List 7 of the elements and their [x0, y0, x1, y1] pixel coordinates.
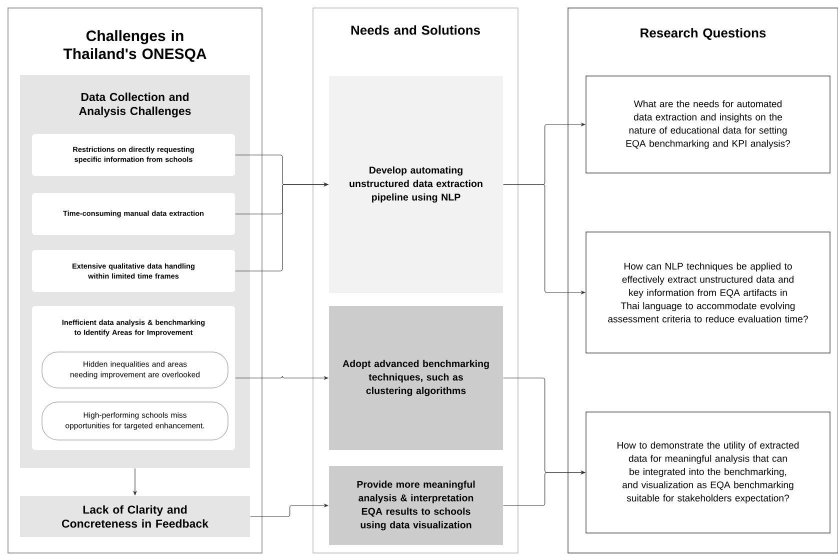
solution-box: Provide more meaningful analysis & interpretation EQA results to schools using data visualization — [329, 466, 503, 545]
question-box: What are the needs for automated data extraction and insights on the nature of educational data for setting EQA benchmarking and KPI analysis? — [586, 76, 830, 174]
feedback-box: Lack of Clarity and Concreteness in Feedback — [20, 496, 250, 537]
solution-box: Develop automating unstructured data extraction pipeline using NLP — [329, 76, 503, 293]
solution-box: Adopt advanced benchmarking techniques, such as clustering algorithms — [329, 306, 503, 450]
question-box: How to demonstrate the utility of extracted data for meaningful analysis that can be integrated into the benchmarking, and visualization as EQA benchmarking suitable for stakeholders expectation? — [586, 412, 830, 534]
question-box: How can NLP techniques be applied to effectively extract unstructured data and key information from EQA artifacts in Thai language to accommodate evolving assessment criteria to reduce evaluation time? — [586, 232, 830, 354]
